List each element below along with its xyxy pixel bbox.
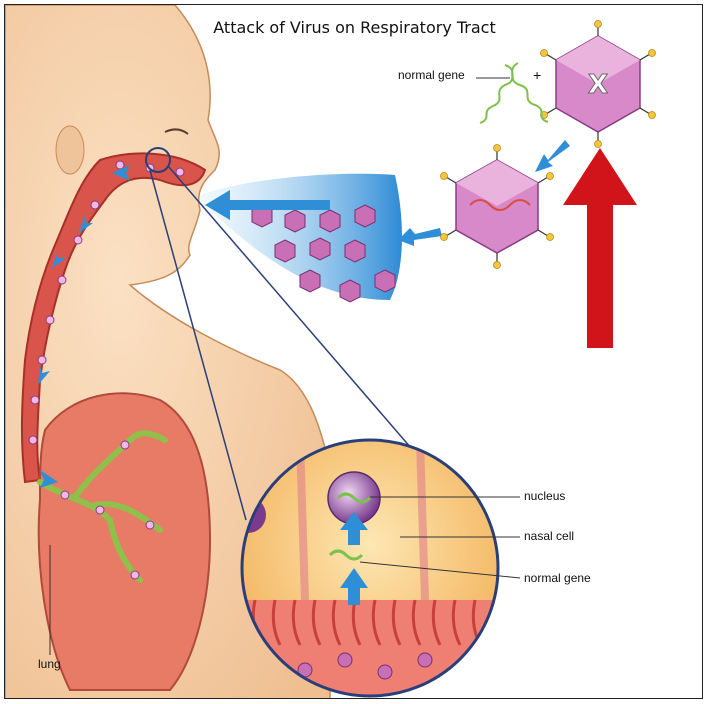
label-plus: + bbox=[533, 67, 541, 83]
lung-shape bbox=[39, 393, 210, 690]
virus-combine-arrow bbox=[535, 140, 570, 172]
red-up-arrow bbox=[563, 148, 637, 348]
label-normal-gene-inset: normal gene bbox=[524, 571, 591, 585]
label-nasal-cell: nasal cell bbox=[524, 529, 574, 543]
virus-middle bbox=[441, 145, 554, 269]
label-nucleus: nucleus bbox=[524, 489, 565, 503]
label-lung: lung bbox=[38, 657, 61, 671]
virus-to-spray-arrow bbox=[398, 228, 442, 246]
ear bbox=[56, 126, 84, 174]
virus-x-mark: X bbox=[588, 70, 608, 100]
label-normal-gene-top: normal gene bbox=[398, 68, 465, 82]
diagram-title: Attack of Virus on Respiratory Tract bbox=[0, 18, 709, 37]
